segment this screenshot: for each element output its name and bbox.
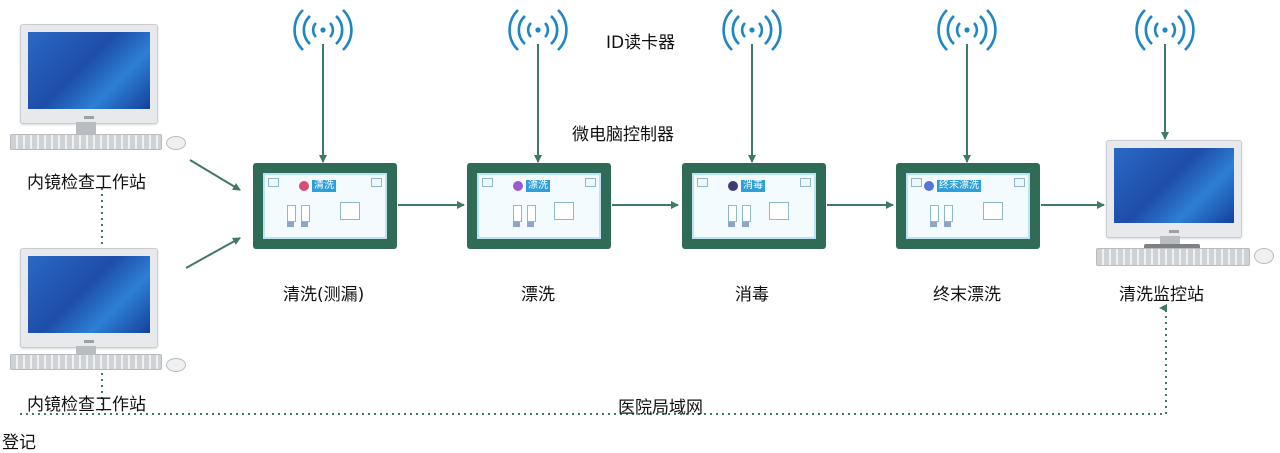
controller-screen: 终末漂洗: [906, 173, 1030, 239]
controller-screen: 清洗: [263, 173, 387, 239]
stage-label: 清洗(测漏): [283, 285, 365, 305]
controller-panel: 消毒: [682, 163, 826, 249]
workstation-label: 内镜检查工作站: [27, 173, 146, 193]
screen-title: 清洗: [312, 180, 336, 192]
flow-arrow: [189, 159, 241, 191]
controller-panel: 清洗: [253, 163, 397, 249]
desktop-computer-icon: [10, 248, 190, 378]
stage-logo-icon: [728, 181, 738, 191]
stage-label: 消毒: [735, 285, 769, 305]
stage-logo-icon: [924, 181, 934, 191]
controller-panel: 终末漂洗: [896, 163, 1040, 249]
screen-title: 漂洗: [526, 180, 550, 192]
flow-arrow: [185, 237, 241, 269]
controller-screen: 漂洗: [477, 173, 601, 239]
screen-title: 消毒: [741, 180, 765, 192]
stage-logo-icon: [513, 181, 523, 191]
workstation-label: 内镜检查工作站: [27, 395, 146, 415]
controller-screen: 消毒: [692, 173, 816, 239]
controller-panel: 漂洗: [467, 163, 611, 249]
controller-label: 微电脑控制器: [572, 125, 674, 145]
desktop-computer-icon: [10, 24, 190, 154]
desktop-computer-icon: [1096, 140, 1280, 275]
id-reader-label: ID读卡器: [606, 33, 676, 53]
monitor-station-label: 清洗监控站: [1119, 285, 1204, 305]
hospital-lan-label: 医院局域网: [618, 398, 703, 418]
screen-title: 终末漂洗: [937, 180, 981, 192]
stage-label: 终末漂洗: [933, 285, 1001, 305]
stage-logo-icon: [299, 181, 309, 191]
registration-label: 登记: [2, 433, 36, 453]
stage-label: 漂洗: [521, 285, 555, 305]
